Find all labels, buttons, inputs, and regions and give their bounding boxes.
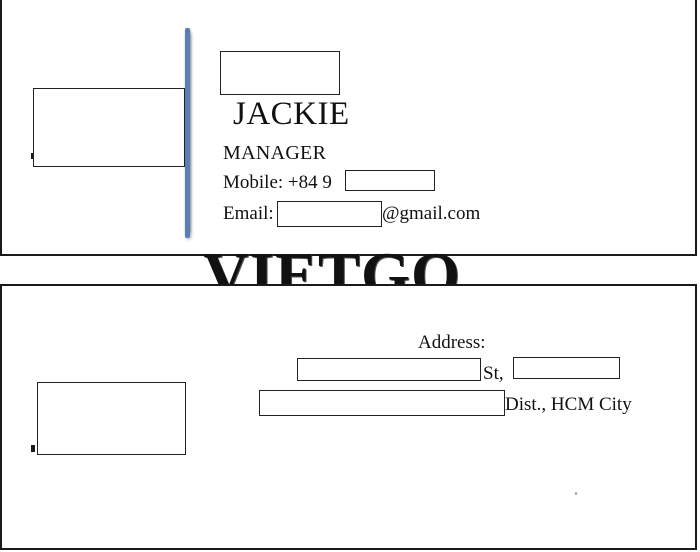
redacted-street-address: [297, 358, 481, 381]
redacted-district: [259, 390, 505, 416]
contact-name: JACKIE: [233, 96, 350, 132]
business-card-back: [0, 284, 697, 550]
redacted-logo: [37, 382, 186, 455]
card-back-divider: [185, 32, 190, 238]
district-city: Dist., HCM City: [505, 394, 632, 415]
redacted-email-user: [277, 201, 382, 227]
logo-fragment: [31, 445, 35, 452]
redacted-mobile-number: [345, 170, 435, 191]
mobile-label: Mobile: +84 9: [223, 172, 332, 193]
address-label: Address:: [418, 332, 486, 353]
contact-title: MANAGER: [223, 142, 327, 164]
scan-speck: [575, 492, 577, 495]
redacted-ward: [513, 357, 620, 379]
email-domain: @gmail.com: [382, 203, 481, 224]
street-suffix: St,: [483, 363, 504, 384]
redacted-company-name: [220, 51, 340, 95]
email-label: Email:: [223, 203, 274, 224]
redacted-logo: [33, 88, 185, 167]
